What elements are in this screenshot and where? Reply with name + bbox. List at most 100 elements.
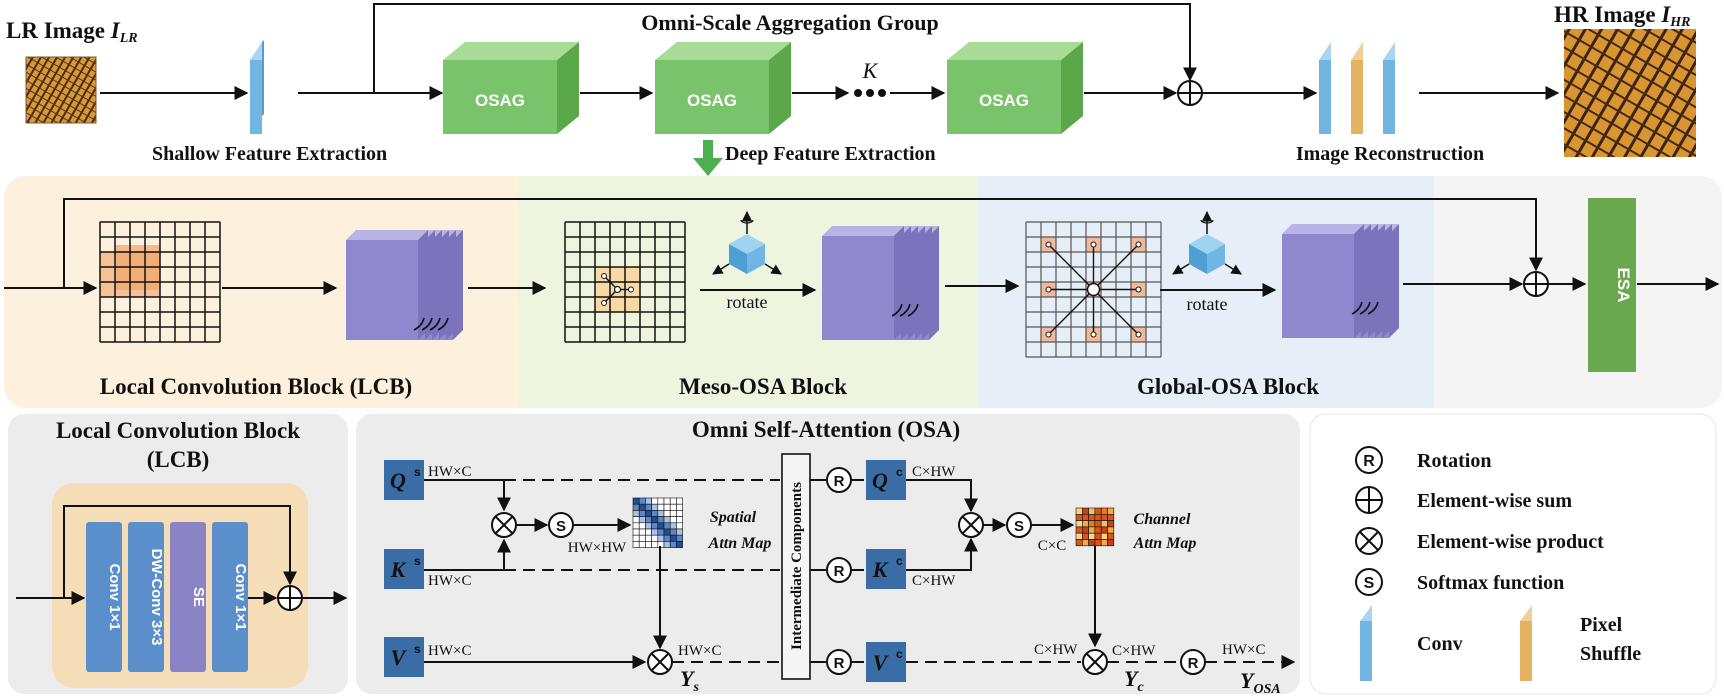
recon-pixel-shuffle-slab — [1351, 42, 1363, 134]
esa-block: ESA — [1588, 198, 1636, 372]
lcb-conv-1x1-a: Conv 1×1 — [86, 522, 123, 672]
hr-image-thumbnail — [1564, 29, 1696, 157]
channel-label-1: Channel — [1134, 511, 1191, 528]
lcb-detail-title-1: Local Convolution Block — [56, 418, 300, 443]
svg-text:K: K — [872, 557, 889, 582]
ellipsis-dots — [854, 89, 886, 97]
global-rotate-cube — [1172, 210, 1242, 275]
svg-text:c: c — [896, 647, 903, 661]
svg-text:S: S — [1364, 575, 1375, 592]
group-title: Omni-Scale Aggregation Group — [641, 10, 938, 35]
lcb-detail-sum-op — [277, 585, 303, 611]
legend-rotation-label: Rotation — [1417, 450, 1491, 472]
svg-text:R: R — [1188, 655, 1199, 672]
spatial-softmax-op: S — [548, 512, 574, 538]
osag-block-1: OSAG — [443, 42, 579, 134]
channel-product-op — [958, 512, 984, 538]
spatial-label-1: Spatial — [710, 509, 757, 526]
kc-to-product — [906, 537, 978, 571]
osa-title: Omni Self-Attention (OSA) — [692, 417, 960, 442]
qs-dim-label: HW×C — [428, 464, 471, 480]
mid-skip-connection — [63, 198, 1543, 288]
middle-band: rotate rotate ESA Local Convolution Bloc… — [4, 176, 1722, 408]
deep-feature-label: Deep Feature Extraction — [725, 143, 936, 165]
top-sum-op — [1177, 80, 1203, 106]
spatial-product-op — [491, 512, 517, 538]
ys-label: Ys — [680, 666, 699, 695]
hr-image-label: HR Image IHR — [1554, 2, 1691, 30]
qc-dim-label: C×HW — [912, 464, 956, 480]
kc-box: K c — [866, 549, 906, 589]
shallow-feature-label: Shallow Feature Extraction — [152, 143, 387, 165]
global-rotate-label: rotate — [1187, 294, 1228, 314]
legend-softmax-label: Softmax function — [1417, 572, 1564, 594]
lr-image-thumbnail — [25, 56, 97, 124]
legend-sum-icon — [1355, 486, 1383, 514]
meso-rotate-cube — [712, 210, 782, 275]
deep-feature-down-arrow — [693, 140, 723, 176]
osag-block-k: OSAG — [947, 42, 1083, 134]
spatial-label-2: Attn Map — [708, 535, 772, 552]
qs-box: Q s — [384, 460, 424, 500]
svg-text:R: R — [834, 655, 845, 672]
qc-to-product — [906, 479, 978, 513]
svg-text:R: R — [834, 473, 845, 490]
svg-text:V: V — [391, 645, 408, 670]
intermediate-components: Intermediate Components — [781, 453, 811, 680]
lcb-grid — [99, 221, 221, 343]
channel-softmax-op: S — [1006, 512, 1032, 538]
rotation-op-k: R — [826, 557, 852, 583]
svg-text:S: S — [556, 518, 566, 535]
legend-shuffle-label: Shuffle — [1580, 643, 1641, 665]
svg-text:V: V — [873, 650, 890, 675]
lcb-title: Local Convolution Block (LCB) — [100, 374, 412, 399]
svg-text:S: S — [1014, 518, 1024, 535]
ys-dim-label: HW×C — [678, 643, 721, 659]
recon-conv-slab-1 — [1319, 42, 1331, 134]
svg-text:R: R — [834, 563, 845, 580]
yosa-label: YOSA — [1240, 668, 1281, 697]
legend-rotation-icon: R — [1355, 446, 1383, 474]
channel-dim-label: C×C — [1038, 538, 1066, 554]
svg-text:c: c — [896, 554, 903, 568]
rotation-op-output: R — [1180, 649, 1206, 675]
rotation-op-v: R — [826, 649, 852, 675]
lr-image-label: LR Image ILR — [6, 18, 138, 46]
svg-text:Q: Q — [872, 468, 888, 493]
vc-dim-label: C×HW — [1034, 642, 1078, 658]
legend-softmax-icon: S — [1355, 568, 1383, 596]
svg-text:OSAG: OSAG — [979, 91, 1029, 110]
kc-dim-label: C×HW — [912, 573, 956, 589]
channel-output-product-op — [1082, 649, 1108, 675]
rotation-op-q: R — [826, 467, 852, 493]
k-repeat-label: K — [862, 58, 879, 83]
yc-label: Yc — [1124, 666, 1144, 695]
svg-text:K: K — [390, 557, 407, 582]
global-title: Global-OSA Block — [1137, 374, 1319, 399]
meso-title: Meso-OSA Block — [679, 374, 847, 399]
lcb-detail-skip — [63, 505, 297, 598]
svg-text:OSAG: OSAG — [687, 91, 737, 110]
yc-dim-label: C×HW — [1112, 643, 1156, 659]
svg-text:Conv 1×1: Conv 1×1 — [232, 563, 249, 630]
qc-box: Q c — [866, 460, 906, 500]
svg-text:Conv 1×1: Conv 1×1 — [106, 563, 123, 630]
spatial-output-product-op — [647, 649, 673, 675]
meso-rotate-label: rotate — [727, 292, 768, 312]
shallow-conv-slab — [250, 40, 264, 134]
svg-text:s: s — [414, 465, 421, 479]
global-skip-connection — [373, 3, 1197, 93]
osa-panel: Omni Self-Attention (OSA) Q s K s V s HW… — [356, 414, 1300, 697]
lcb-se: SE — [170, 522, 207, 672]
svg-text:Intermediate Components: Intermediate Components — [789, 482, 805, 650]
lcb-dw-conv-3x3: DW-Conv 3×3 — [128, 522, 165, 672]
svg-text:OSAG: OSAG — [475, 91, 525, 110]
legend-pixel-shuffle-icon — [1520, 605, 1532, 681]
spatial-dim-label: HW×HW — [568, 540, 627, 556]
legend-conv-icon — [1360, 605, 1372, 681]
svg-text:ESA: ESA — [1614, 268, 1633, 303]
recon-conv-slab-2 — [1383, 42, 1395, 134]
legend-conv-label: Conv — [1417, 633, 1463, 655]
global-feature-stack — [1282, 224, 1399, 338]
svg-text:SE: SE — [190, 587, 207, 607]
